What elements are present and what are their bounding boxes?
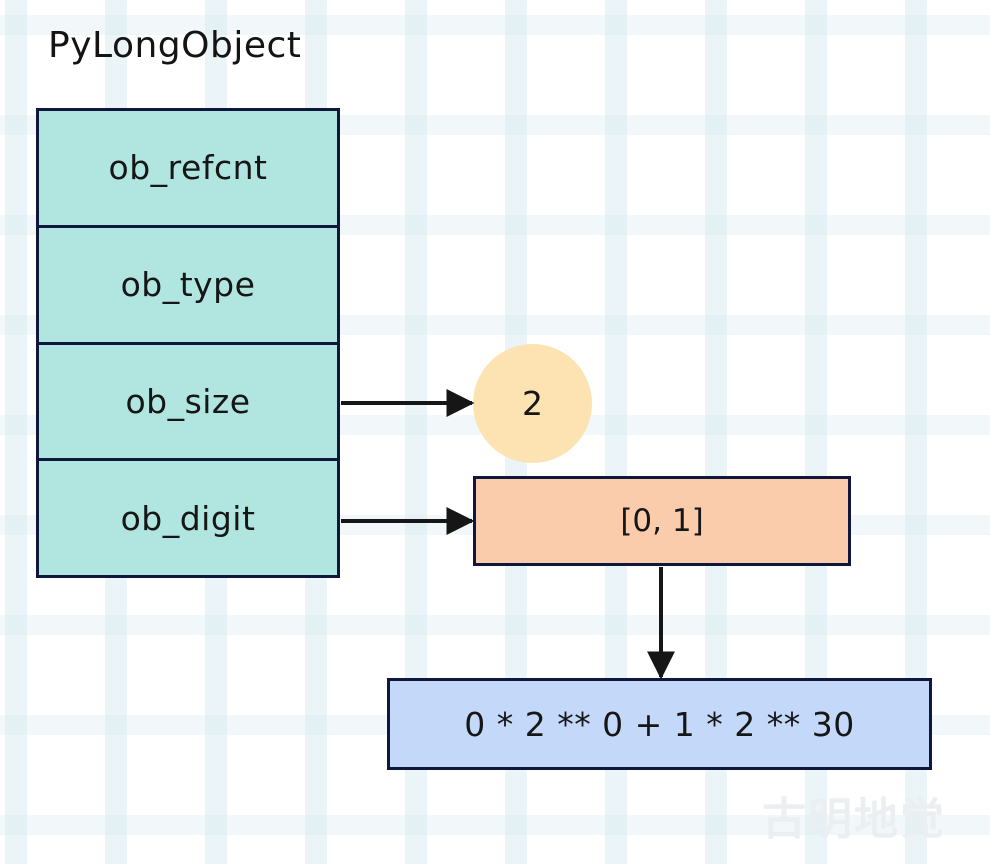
struct-field-label: ob_type [120,265,256,305]
struct-field-ob-size: ob_size [39,344,337,462]
struct-field-label: ob_size [125,381,251,421]
watermark: 古明地觉 [762,794,946,845]
ob-size-value-node: 2 [473,344,592,463]
page-title: PyLongObject [48,25,302,66]
struct-field-ob-refcnt: ob_refcnt [39,111,337,228]
formula-node: 0 * 2 ** 0 + 1 * 2 ** 30 [387,678,932,770]
pylongobject-struct-table: ob_refcnt ob_type ob_size ob_digit [36,108,340,578]
ob-digit-value-node: [0, 1] [473,476,851,566]
struct-field-ob-digit: ob_digit [39,461,337,575]
ob-digit-value-label: [0, 1] [620,502,704,539]
struct-field-ob-type: ob_type [39,227,337,345]
ob-size-value-label: 2 [522,384,543,423]
struct-field-label: ob_digit [120,498,256,538]
formula-label: 0 * 2 ** 0 + 1 * 2 ** 30 [464,704,855,744]
struct-field-label: ob_refcnt [108,148,268,188]
